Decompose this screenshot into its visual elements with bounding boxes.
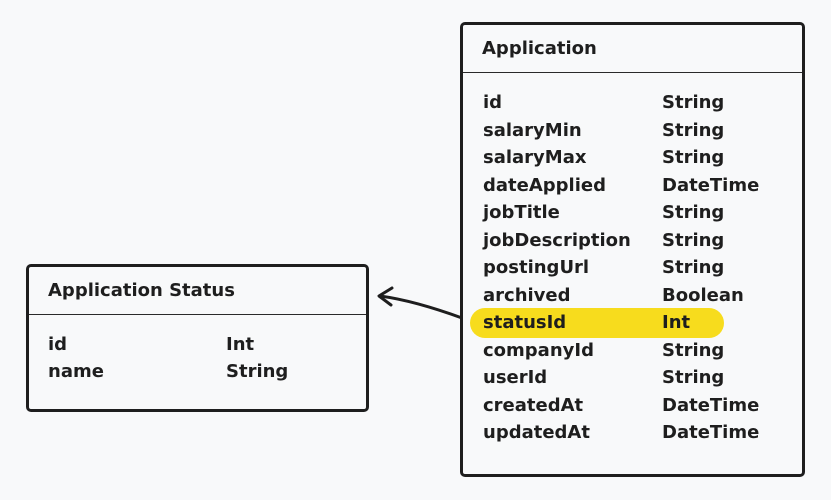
field-type: String [662,119,725,141]
field-row: jobDescription String [463,227,802,254]
field-type: String [662,229,725,251]
field-row: dateApplied DateTime [463,172,802,199]
application-entity[interactable]: Application id String salaryMin String s… [460,22,805,477]
field-row: id Int [29,331,366,358]
field-row: postingUrl String [463,254,802,281]
field-type: DateTime [662,394,760,416]
highlight-marker [470,308,724,338]
field-name: userId [483,367,548,388]
field-name: dateApplied [483,174,606,196]
application-status-title: Application Status [29,267,366,315]
field-name: name [48,361,104,382]
field-name: id [483,92,503,113]
field-name: jobTitle [483,202,560,223]
field-row-highlighted: statusId Int [463,308,802,338]
field-row: updatedAt DateTime [463,419,802,446]
application-title: Application [463,25,802,73]
field-row: companyId String [463,337,802,364]
field-type: String [662,339,725,361]
field-type: String [662,367,725,388]
field-name: jobDescription [483,229,631,251]
field-type: Int [662,312,691,333]
field-type: Boolean [662,284,744,306]
field-name: statusId [483,312,567,333]
relation-arrow-line [378,294,464,320]
relation-arrow-head [377,286,394,307]
field-row: createdAt DateTime [463,392,802,419]
field-type: DateTime [662,422,760,443]
field-name: createdAt [483,394,584,416]
application-status-entity[interactable]: Application Status id Int name String [26,264,369,412]
field-row: salaryMin String [463,117,802,144]
field-name: id [48,334,68,355]
field-name: companyId [483,339,594,361]
field-name: updatedAt [483,422,590,443]
field-row: name String [29,358,366,385]
field-type: String [662,257,725,278]
field-name: postingUrl [483,257,590,278]
field-row: id String [463,89,802,116]
field-type: String [662,147,725,168]
field-type: String [662,92,725,113]
field-row: salaryMax String [463,144,802,171]
field-row: archived Boolean [463,282,802,309]
field-type: String [662,202,725,223]
field-name: archived [483,284,571,306]
field-name: salaryMax [483,147,587,168]
field-type: String [226,361,289,382]
field-name: salaryMin [483,119,582,141]
field-type: Int [226,334,255,355]
field-type: DateTime [662,174,760,196]
field-row: jobTitle String [463,199,802,226]
field-row: userId String [463,364,802,391]
